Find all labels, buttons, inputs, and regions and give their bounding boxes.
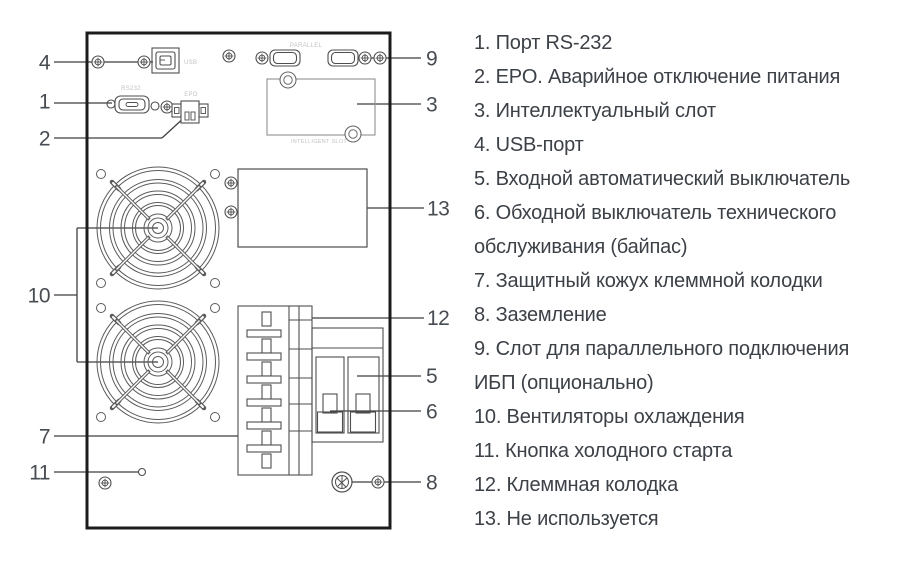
legend-line-9b: ИБП (опционально) [474,372,654,394]
unused-plate [237,168,368,248]
epo-label: EPO [184,92,198,98]
callout-usb-port: 4 [39,52,51,75]
legend-line-10: 10. Вентиляторы охлаждения [474,406,745,428]
callout-epo: 2 [39,128,50,151]
legend-line-6: 6. Обходной выключатель технического [474,202,837,224]
callout-input-breaker: 5 [426,365,437,388]
callout-rs232-port: 1 [39,91,50,114]
callout-unused: 13 [427,198,449,221]
panel-outline [85,31,392,530]
rear-panel-diagram: USB PARALLEL RS232 EPO [28,31,450,530]
legend-line-3: 3. Интеллектуальный слот [474,100,716,122]
callout-bypass-breaker: 6 [426,401,437,424]
callout-intelligent-slot: 3 [426,94,437,117]
rs232-port [106,95,160,114]
callout-parallel-slot: 9 [426,48,437,71]
bypass-breaker [347,356,380,434]
usb-label: USB [184,60,197,66]
parallel-ports [269,49,359,67]
legend-line-5: 5. Входной автоматический выключатель [474,168,851,190]
callout-ground: 8 [426,472,437,495]
legend-line-7: 7. Защитный кожух клеммной колодки [474,270,823,292]
callout-numbers: 4 1 2 10 7 11 9 3 13 12 5 6 8 [28,48,450,495]
legend-line-1: 1. Порт RS-232 [474,32,613,54]
legend-line-11: 11. Кнопка холодного старта [474,440,733,462]
legend-line-2: 2. EPO. Аварийное отключение питания [474,66,841,88]
breaker-box [311,327,384,443]
rs232-label: RS232 [121,86,141,92]
legend: 1. Порт RS-232 2. EPO. Аварийное отключе… [474,26,894,536]
legend-line-8: 8. Заземление [474,304,607,326]
callout-terminal-cover: 7 [39,426,50,449]
parallel-label: PARALLEL [290,43,323,49]
callout-cold-start: 11 [29,462,50,485]
intelligent-slot [266,78,376,136]
epo-connector [171,100,209,124]
legend-line-6b: обслуживания (байпас) [474,236,688,258]
legend-line-4: 4. USB-порт [474,134,584,156]
legend-line-13: 13. Не используется [474,508,659,530]
cold-start-button [137,467,147,477]
callout-fans: 10 [28,285,50,308]
intelligent-slot-label: INTELLIGENT SLOT [291,139,347,145]
usb-port [151,47,180,74]
input-breaker [315,356,345,434]
legend-line-9: 9. Слот для параллельного подключения [474,338,850,360]
terminal-block [246,311,282,469]
ground-screw [331,471,353,493]
legend-line-12: 12. Клеммная колодка [474,474,679,496]
callout-terminal-block: 12 [427,307,449,330]
